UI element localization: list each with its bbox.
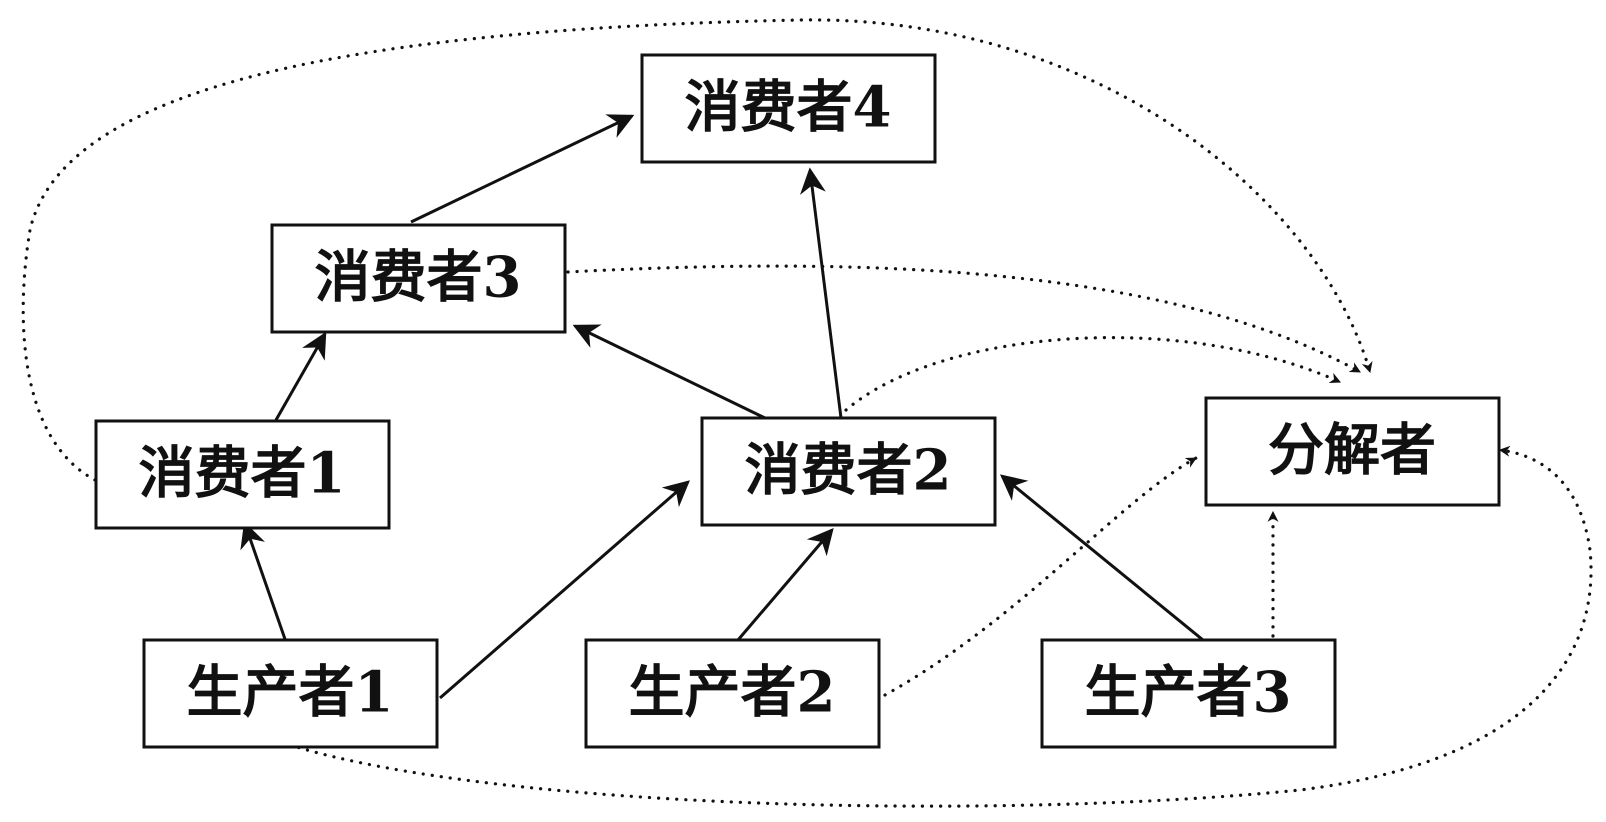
- node-consumer4: 消费者4: [640, 53, 937, 164]
- solid-edges: [240, 114, 1204, 700]
- node-consumer2-label: 消费者2: [745, 438, 952, 504]
- node-producer2-label: 生产者2: [629, 660, 836, 726]
- edge-consumer3-to-decomposer: [566, 264, 1362, 374]
- edge-producer1-to-consumer1: [240, 521, 288, 643]
- node-producer1-label: 生产者1: [187, 660, 394, 726]
- edge-consumer2-to-consumer3: [572, 324, 766, 420]
- node-producer1: 生产者1: [142, 638, 439, 749]
- edge-consumer3-to-consumer4: [410, 114, 635, 224]
- dotted-edges: [21, 18, 1593, 808]
- edge-consumer1-to-decomposer: [21, 18, 1373, 482]
- edge-consumer2-to-decomposer: [844, 336, 1342, 412]
- node-consumer3: 消费者3: [270, 223, 567, 334]
- node-producer3: 生产者3: [1040, 638, 1337, 749]
- node-consumer1-label: 消费者1: [139, 441, 346, 507]
- edge-producer3-to-consumer2: [999, 474, 1204, 642]
- node-producer2: 生产者2: [584, 638, 881, 749]
- edge-producer1-to-decomposer: [288, 445, 1593, 808]
- edge-producer2-to-decomposer: [883, 456, 1198, 697]
- node-decomposer: 分解者: [1204, 396, 1501, 507]
- edge-producer2-to-consumer2: [736, 528, 834, 641]
- node-consumer2: 消费者2: [700, 416, 997, 527]
- node-producer3-label: 生产者3: [1085, 660, 1292, 726]
- node-consumer1: 消费者1: [94, 419, 391, 530]
- edge-consumer2-to-consumer4: [800, 167, 843, 419]
- edge-consumer1-to-consumer3: [274, 331, 327, 421]
- edge-producer1-to-consumer2: [439, 480, 690, 700]
- node-decomposer-label: 分解者: [1268, 418, 1436, 484]
- node-consumer3-label: 消费者3: [315, 245, 522, 311]
- node-consumer4-label: 消费者4: [685, 75, 892, 141]
